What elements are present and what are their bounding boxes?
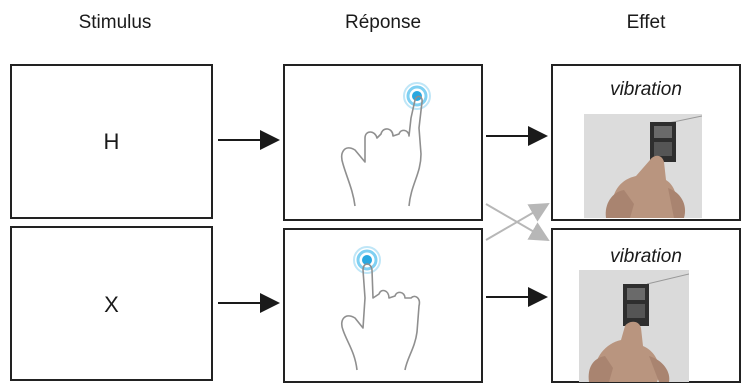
touch-hand-icon: [340, 246, 421, 371]
finger-vibration-device-photo: [584, 114, 702, 218]
stimulus-box-x: X: [10, 226, 213, 381]
response-column-header: Réponse: [344, 12, 422, 33]
vibration-label: vibration: [610, 246, 682, 267]
effect-box-bottom: vibration: [551, 228, 741, 383]
finger-vibration-device-photo: [579, 270, 689, 382]
touch-hand-icon: [340, 82, 431, 207]
vibration-label: vibration: [610, 79, 682, 100]
cross-arrow-to-top-effect: [485, 202, 550, 241]
stimulus-letter: X: [104, 292, 119, 317]
response-box-top: [283, 64, 483, 221]
effect-column-header: Effet: [626, 12, 666, 33]
effect-box-top: vibration: [551, 64, 741, 221]
stimulus-box-h: H: [10, 64, 213, 219]
stimulus-column-header: Stimulus: [78, 12, 152, 33]
stimulus-letter: H: [103, 129, 120, 154]
response-box-bottom: [283, 228, 483, 383]
